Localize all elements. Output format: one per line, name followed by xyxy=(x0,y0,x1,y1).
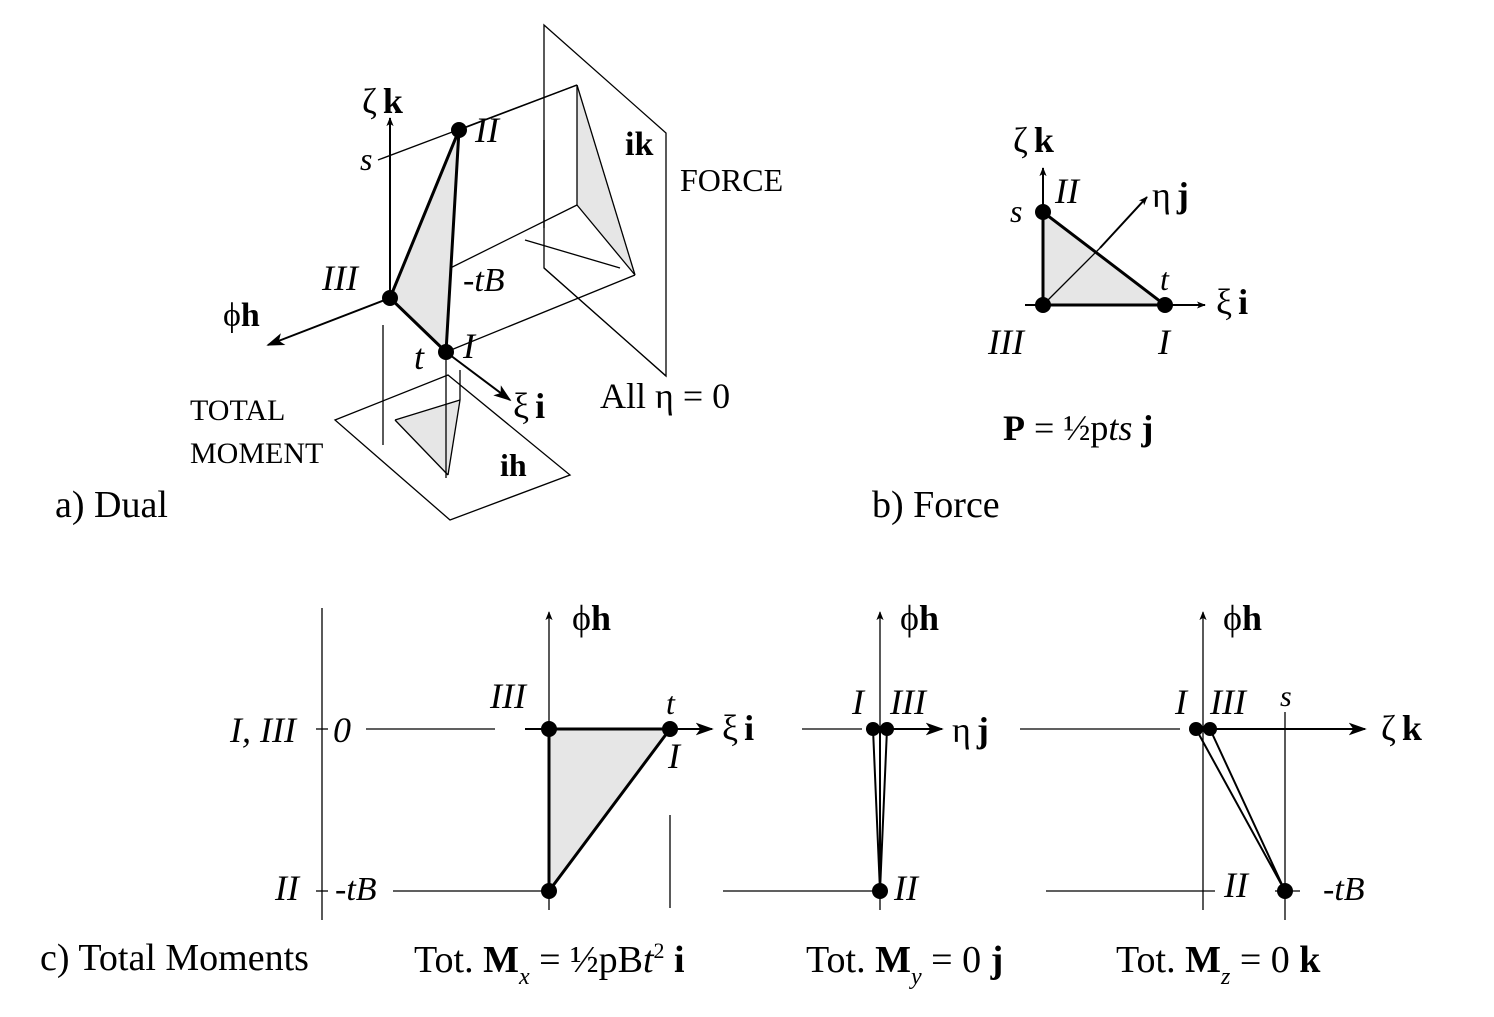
dual-force-label: FORCE xyxy=(680,162,783,198)
dual-node-II xyxy=(451,122,467,138)
mx-node-I xyxy=(662,721,678,737)
force-t-label: t xyxy=(1160,261,1170,297)
mz-s-label: s xyxy=(1280,680,1292,713)
mx-formula: Tot. Mx = ½pBt2 i xyxy=(414,938,685,990)
dual-phi-label: ϕh xyxy=(223,297,260,334)
mx-node-III xyxy=(541,721,557,737)
force-s-label: s xyxy=(1010,193,1022,229)
mz-III-label: III xyxy=(1209,682,1248,722)
force-node-II xyxy=(1035,204,1051,220)
dual-xi-axis xyxy=(445,351,512,402)
my-I-label: I xyxy=(851,682,866,722)
connector-lines xyxy=(377,84,636,353)
force-caption: b) Force xyxy=(872,484,1000,526)
force-plane xyxy=(524,23,667,378)
my-node-III xyxy=(880,722,894,736)
mx-node-II xyxy=(541,883,557,899)
mx-III-label: III xyxy=(489,676,528,716)
dual-II-label: II xyxy=(474,110,501,150)
mx-t-label: t xyxy=(666,685,676,721)
my-node-I xyxy=(866,722,880,736)
dual-ik-label: ik xyxy=(625,126,653,163)
dual-triangle-outline xyxy=(388,129,461,356)
my-III-label: III xyxy=(889,682,928,722)
dual-total-label: TOTAL xyxy=(190,394,285,427)
mz-node-III xyxy=(1203,722,1217,736)
my-formula: Tot. My = 0 j xyxy=(806,939,1003,990)
dual-minus-tB-label: -tB xyxy=(463,262,505,299)
row-top-value: 0 xyxy=(333,710,351,750)
mz-phi-label: ϕh xyxy=(1223,598,1262,638)
force-node-I xyxy=(1157,297,1173,313)
my-node-II xyxy=(872,883,888,899)
mz-I-label: I xyxy=(1174,682,1189,722)
mz-II-label: II xyxy=(1223,865,1250,905)
force-formula: P = ½pts j xyxy=(1003,408,1153,448)
dual-node-I xyxy=(438,344,454,360)
mx-I-label: I xyxy=(667,736,682,776)
force-II-label: II xyxy=(1054,171,1081,211)
mz-formula: Tot. Mz = 0 k xyxy=(1116,939,1321,990)
force-III-label: III xyxy=(987,322,1026,362)
dual-I-label: I xyxy=(462,326,477,366)
mx-phi-label: ϕh xyxy=(572,598,611,638)
dual-III-label: III xyxy=(321,258,360,298)
moments-caption: c) Total Moments xyxy=(40,937,309,979)
mz-node-II xyxy=(1277,883,1293,899)
dual-eta-note: All η = 0 xyxy=(600,376,730,416)
dual-ih-label: ih xyxy=(500,447,527,483)
force-triangle-outline xyxy=(1041,208,1170,307)
my-phi-label: ϕh xyxy=(900,598,939,638)
dual-phi-axis xyxy=(266,297,391,346)
row-bottom-value: -tB xyxy=(335,871,377,908)
mz-node-I xyxy=(1189,722,1203,736)
my-II-label: II xyxy=(893,868,920,908)
dual-s-label: s xyxy=(360,141,372,177)
force-eta-axis-inner xyxy=(1042,247,1101,306)
dual-caption: a) Dual xyxy=(55,484,168,526)
force-I-label: I xyxy=(1157,322,1172,362)
row-top-nodes: I, III xyxy=(229,710,298,750)
total-moment-plane xyxy=(333,325,572,521)
dual-triangle xyxy=(390,130,459,352)
mz-minus-tB-label: -tB xyxy=(1323,871,1365,908)
dual-moment-label: MOMENT xyxy=(190,437,323,470)
force-eta-axis xyxy=(1099,196,1148,249)
dual-t-label: t xyxy=(414,337,425,377)
row-bottom-node: II xyxy=(274,868,301,908)
force-node-III xyxy=(1035,297,1051,313)
dual-node-III xyxy=(382,290,398,306)
